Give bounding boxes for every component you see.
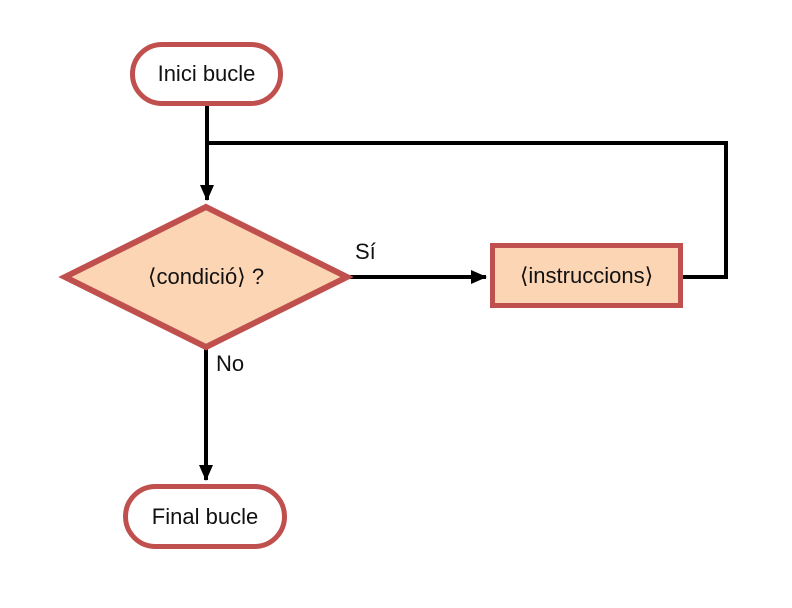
decision-node: ⟨condició⟩ ? [96, 255, 316, 299]
end-node-label: Final bucle [151, 503, 259, 529]
decision-node-label: ⟨condició⟩ ? [147, 264, 265, 289]
process-node: ⟨instruccions⟩ [490, 243, 683, 308]
decision-diamond-shape [58, 203, 354, 351]
start-node-label: Inici bucle [157, 61, 256, 86]
process-node-label: ⟨instruccions⟩ [519, 262, 654, 288]
start-node: Inici bucle [130, 42, 283, 106]
end-node: Final bucle [123, 484, 287, 549]
edge-loop-back [207, 141, 728, 279]
edge-label-no: No [216, 351, 245, 376]
edge-label-yes: Sí [355, 239, 376, 264]
